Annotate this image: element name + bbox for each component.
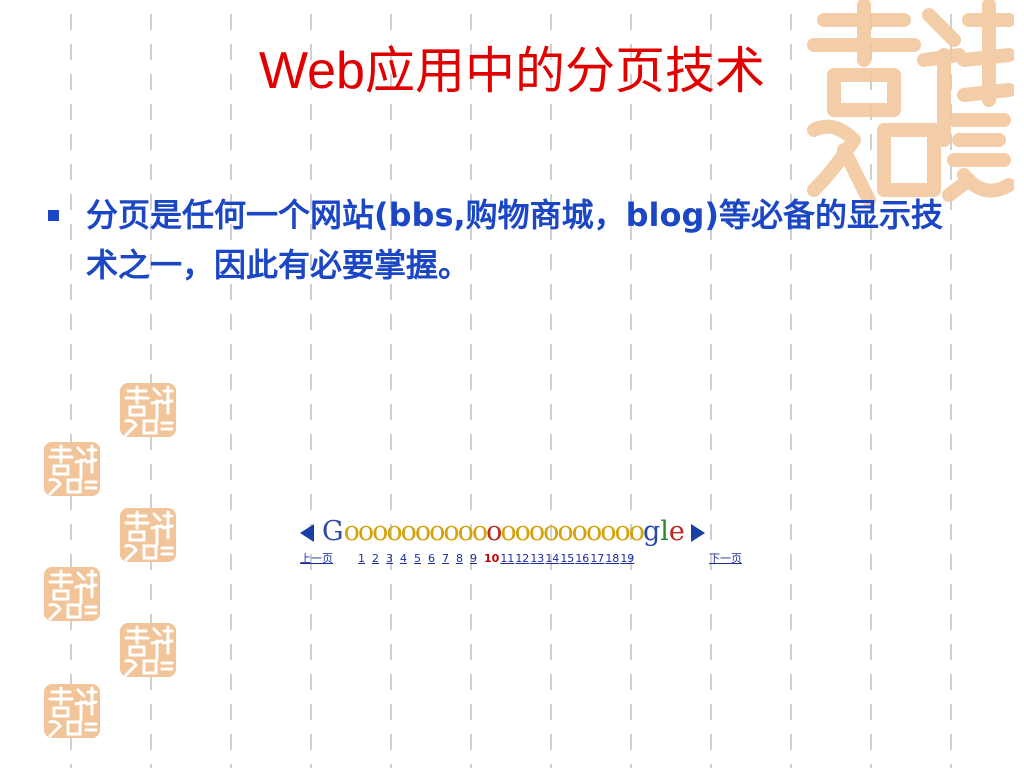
slide-title: Web应用中的分页技术 xyxy=(0,36,1024,106)
page-link[interactable]: 6 xyxy=(428,552,435,565)
slide-title-cn: 应用中的分页技术 xyxy=(364,42,765,100)
auspicious-seal-icon xyxy=(120,508,176,562)
page-link[interactable]: 14 xyxy=(545,552,560,565)
pager-logo: Gooooooooooooooooooooogle xyxy=(300,517,760,547)
square-bullet-icon xyxy=(48,210,59,221)
prev-page-link[interactable]: 上一页 xyxy=(300,552,333,565)
logo-letter-e: e xyxy=(668,516,685,547)
page-link[interactable]: 7 xyxy=(442,552,449,565)
page-link[interactable]: 11 xyxy=(500,552,515,565)
auspicious-seal-icon xyxy=(44,684,100,738)
page-link[interactable]: 2 xyxy=(372,552,379,565)
page-link[interactable]: 13 xyxy=(530,552,545,565)
slide-title-latin: Web xyxy=(259,42,365,100)
logo-letter-g: G xyxy=(322,516,344,547)
auspicious-seal-icon xyxy=(44,442,100,496)
auspicious-seal-icon xyxy=(120,623,176,677)
page-link[interactable]: 15 xyxy=(560,552,575,565)
page-link[interactable]: 8 xyxy=(456,552,463,565)
page-link[interactable]: 4 xyxy=(400,552,407,565)
logo-letter-l: l xyxy=(660,516,669,547)
page-link[interactable]: 12 xyxy=(515,552,530,565)
logo-current-o: o xyxy=(486,516,502,547)
bullet-item: 分页是任何一个网站(bbs,购物商城，blog)等必备的显示技术之一，因此有必要… xyxy=(48,190,968,290)
logo-os-after: oooooooooo xyxy=(500,516,645,547)
logo-letter-small-g: g xyxy=(642,516,661,547)
arrow-right-icon[interactable] xyxy=(690,523,705,542)
page-link[interactable]: 3 xyxy=(386,552,393,565)
auspicious-seal-icon xyxy=(44,567,100,621)
current-page: 10 xyxy=(484,552,500,565)
page-link[interactable]: 9 xyxy=(470,552,477,565)
page-link[interactable]: 17 xyxy=(590,552,605,565)
page-link[interactable]: 16 xyxy=(575,552,590,565)
page-link[interactable]: 18 xyxy=(605,552,620,565)
auspicious-seal-icon xyxy=(120,383,176,437)
bullet-text: 分页是任何一个网站(bbs,购物商城，blog)等必备的显示技术之一，因此有必要… xyxy=(86,196,944,284)
page-link[interactable]: 5 xyxy=(414,552,421,565)
logo-os-before: oooooooooo xyxy=(343,516,489,547)
next-page-link[interactable]: 下一页 xyxy=(709,552,742,565)
arrow-left-icon[interactable] xyxy=(300,523,314,542)
page-link[interactable]: 19 xyxy=(620,552,635,565)
auspicious-seal-icon xyxy=(807,0,1014,207)
page-link[interactable]: 1 xyxy=(358,552,365,565)
